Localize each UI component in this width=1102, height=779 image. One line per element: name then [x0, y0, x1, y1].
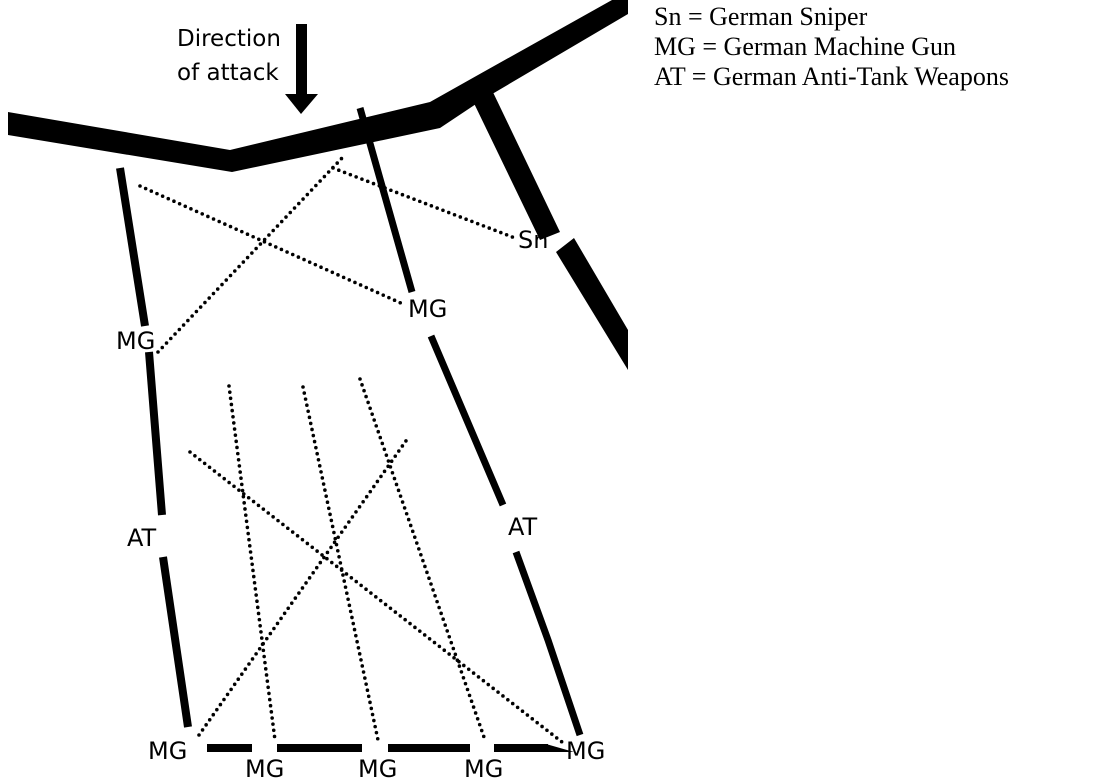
fire-line-bottom-1	[227, 384, 277, 742]
right-road	[470, 86, 560, 240]
label-mg-bottom-1: MG	[245, 755, 284, 779]
legend-sniper: Sn = German Sniper	[654, 2, 868, 31]
label-at-right: AT	[508, 513, 538, 541]
main-road	[8, 0, 628, 172]
right-boundary-road	[356, 107, 584, 737]
label-mg-bottom-right: MG	[566, 737, 605, 765]
fire-line-cross-upper	[138, 184, 405, 306]
legend: Sn = German Sniper MG = German Machine G…	[654, 2, 1009, 92]
fire-line-bottom-2	[301, 385, 380, 742]
fire-line-bottom-3	[358, 377, 487, 742]
attack-arrow-head	[285, 94, 318, 114]
label-at-left: AT	[127, 524, 157, 552]
legend-machine-gun: MG = German Machine Gun	[654, 32, 957, 61]
fire-line-mg-left-upper	[156, 156, 344, 354]
attack-direction-line1: Direction	[177, 26, 281, 52]
left-road	[116, 167, 192, 728]
fire-line-diagonal-right	[188, 450, 564, 744]
fire-line-diagonal-left	[197, 436, 410, 737]
attack-arrow-shaft	[296, 24, 307, 96]
label-mg-bottom-3: MG	[464, 755, 503, 779]
legend-anti-tank: AT = German Anti-Tank Weapons	[654, 62, 1009, 91]
label-mg-bottom-left: MG	[148, 737, 187, 765]
label-mg-center: MG	[408, 295, 447, 323]
bottom-road-end	[546, 744, 574, 752]
label-mg-bottom-2: MG	[358, 755, 397, 779]
right-road-lower	[556, 238, 628, 370]
attack-direction-line2: of attack	[177, 60, 279, 86]
label-mg-left: MG	[116, 327, 155, 355]
label-sniper: Sn	[518, 226, 548, 254]
fire-line-sniper	[331, 166, 517, 240]
